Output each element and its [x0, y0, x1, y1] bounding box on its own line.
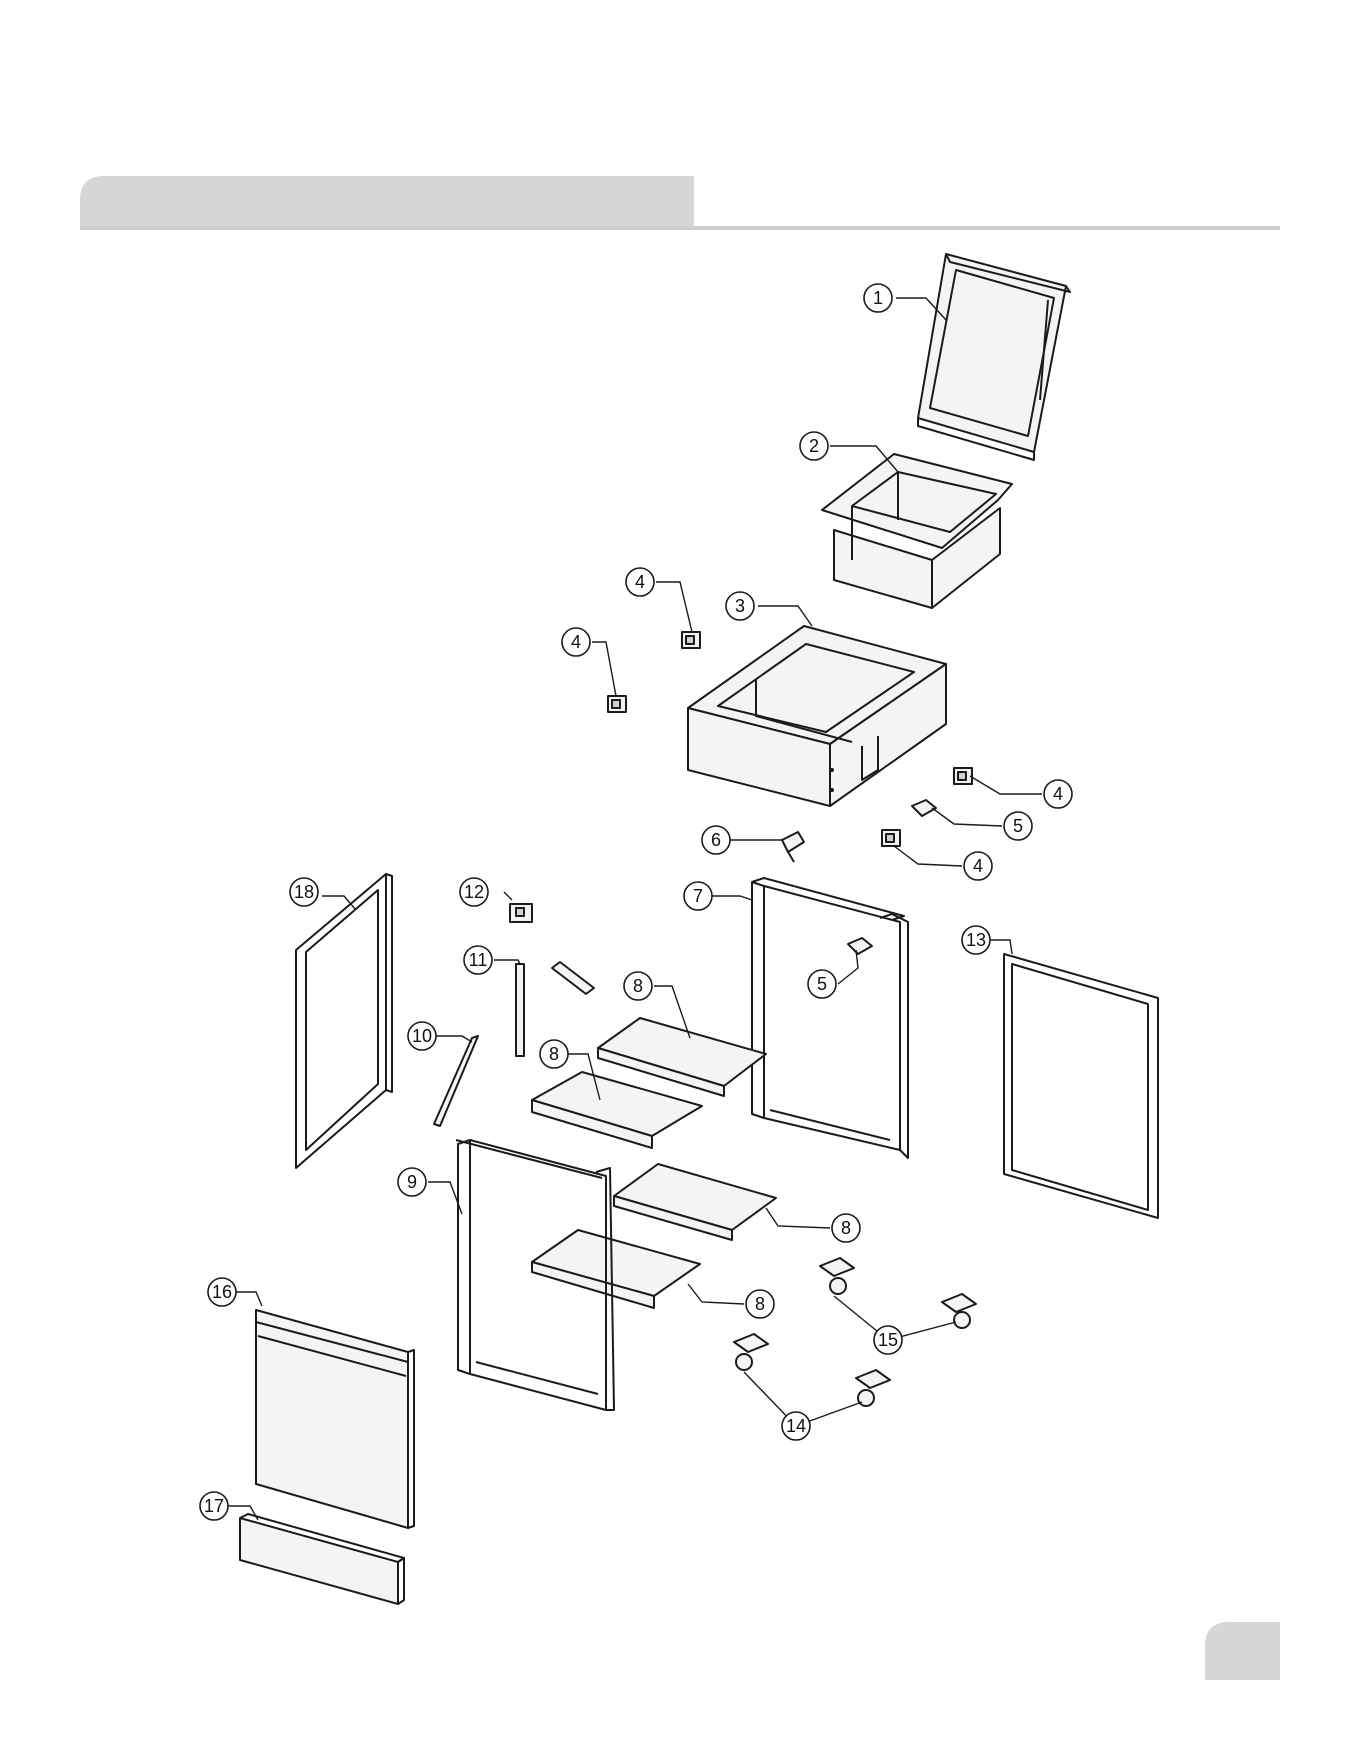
- part-14-caster-a: [734, 1334, 768, 1370]
- part-13-side-panel: [1004, 954, 1158, 1218]
- svg-text:8: 8: [633, 976, 643, 996]
- svg-text:8: 8: [841, 1218, 851, 1238]
- svg-text:15: 15: [878, 1330, 898, 1350]
- page-tab-shape: [1205, 1622, 1280, 1680]
- svg-text:16: 16: [212, 1282, 232, 1302]
- callout-8d: 8: [746, 1290, 774, 1318]
- part-18-side-frame: [296, 874, 392, 1168]
- part-17-kick-plate: [240, 1514, 404, 1604]
- part-4-clip-c: [954, 768, 972, 784]
- callout-4d: 4: [964, 852, 992, 880]
- svg-text:7: 7: [693, 886, 703, 906]
- callout-2: 2: [800, 432, 828, 460]
- svg-text:4: 4: [635, 572, 645, 592]
- svg-text:4: 4: [571, 632, 581, 652]
- part-4-clip-a: [682, 632, 700, 648]
- callout-16: 16: [208, 1278, 236, 1306]
- part-1-top-panel: [918, 254, 1070, 460]
- callout-7: 7: [684, 882, 712, 910]
- callout-3: 3: [726, 592, 754, 620]
- svg-text:18: 18: [294, 882, 314, 902]
- part-2-inner-box: [822, 454, 1012, 608]
- part-8-shelf-b: [532, 1072, 702, 1148]
- svg-text:10: 10: [412, 1026, 432, 1046]
- svg-text:4: 4: [1053, 784, 1063, 804]
- callout-8b: 8: [540, 1040, 568, 1068]
- svg-text:8: 8: [755, 1294, 765, 1314]
- part-16-front-door: [256, 1310, 414, 1528]
- callout-13: 13: [962, 926, 990, 954]
- part-12-hinge: [510, 904, 532, 922]
- svg-text:1: 1: [873, 288, 883, 308]
- callout-18: 18: [290, 878, 318, 906]
- svg-text:5: 5: [1013, 816, 1023, 836]
- callout-5a: 5: [1004, 812, 1032, 840]
- part-14-caster-b: [856, 1370, 890, 1406]
- callout-4b: 4: [562, 628, 590, 656]
- callout-9: 9: [398, 1168, 426, 1196]
- part-4-clip-d: [882, 830, 900, 846]
- part-15-caster-b: [942, 1294, 976, 1328]
- callout-8c: 8: [832, 1214, 860, 1242]
- callout-6: 6: [702, 826, 730, 854]
- part-10-bar: [434, 1036, 478, 1126]
- svg-text:13: 13: [966, 930, 986, 950]
- svg-text:2: 2: [809, 436, 819, 456]
- part-3-top-frame: [688, 626, 946, 806]
- svg-text:4: 4: [973, 856, 983, 876]
- callout-17: 17: [200, 1492, 228, 1520]
- part-8-shelf-d: [532, 1230, 700, 1308]
- svg-text:9: 9: [407, 1172, 417, 1192]
- callout-14: 14: [782, 1412, 810, 1440]
- svg-text:17: 17: [204, 1496, 224, 1516]
- callout-10: 10: [408, 1022, 436, 1050]
- callout-4c: 4: [1044, 780, 1072, 808]
- part-15-caster-a: [820, 1258, 854, 1294]
- callout-4a: 4: [626, 568, 654, 596]
- callout-11: 11: [464, 946, 492, 974]
- part-11b-bar: [552, 962, 594, 994]
- svg-text:12: 12: [464, 882, 484, 902]
- page-tab: [1200, 1616, 1290, 1686]
- part-11-bar: [516, 964, 524, 1056]
- svg-text:3: 3: [735, 596, 745, 616]
- svg-text:5: 5: [817, 974, 827, 994]
- callout-5b: 5: [808, 970, 836, 998]
- svg-text:6: 6: [711, 830, 721, 850]
- svg-text:8: 8: [549, 1044, 559, 1064]
- callout-1: 1: [864, 284, 892, 312]
- callout-8a: 8: [624, 972, 652, 1000]
- part-4-clip-b: [608, 696, 626, 712]
- callout-15: 15: [874, 1326, 902, 1354]
- svg-text:14: 14: [786, 1416, 806, 1436]
- svg-text:11: 11: [469, 950, 488, 970]
- part-7-back-frame: [752, 878, 908, 1158]
- part-8-shelf-c: [614, 1164, 776, 1240]
- part-5-bracket-b: [848, 938, 872, 954]
- callout-12: 12: [460, 878, 488, 906]
- part-6-latch: [782, 832, 804, 862]
